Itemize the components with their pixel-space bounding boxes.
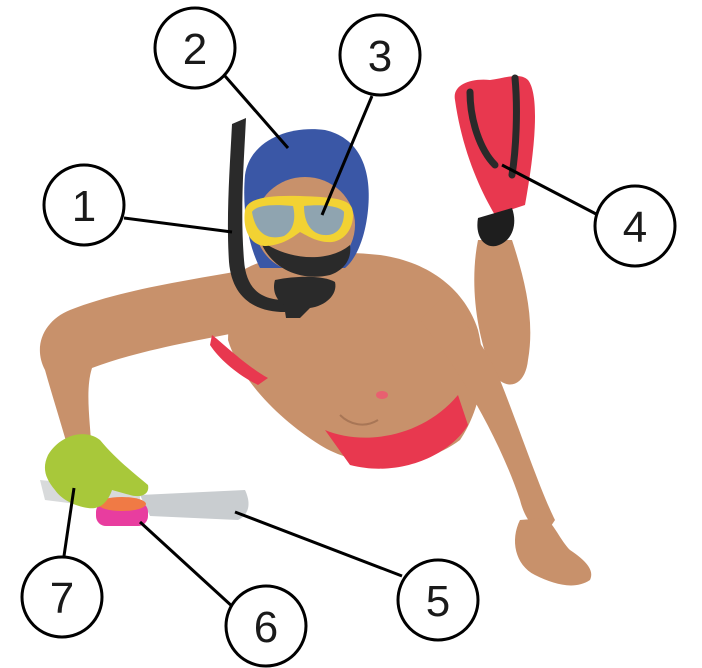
callout-label-3: 3 — [368, 32, 392, 81]
diver-illustration — [40, 76, 591, 585]
callout-4: 4 — [595, 186, 675, 266]
fin — [455, 76, 535, 246]
callout-5: 5 — [398, 560, 478, 640]
leader-line-6 — [140, 522, 234, 608]
chest-detail — [376, 391, 388, 399]
diver-right-hand — [515, 518, 591, 585]
callout-label-6: 6 — [254, 603, 278, 652]
callout-label-2: 2 — [183, 25, 207, 74]
callout-1: 1 — [44, 165, 124, 245]
knife-blade — [140, 490, 249, 520]
callout-label-7: 7 — [50, 574, 74, 623]
leader-line-5 — [235, 512, 402, 576]
callout-6: 6 — [226, 586, 306, 666]
callout-label-5: 5 — [426, 577, 450, 626]
leader-line-1 — [124, 218, 232, 232]
callout-label-1: 1 — [72, 182, 96, 231]
callout-2: 2 — [155, 8, 235, 88]
callout-3: 3 — [340, 15, 420, 95]
callout-label-4: 4 — [623, 203, 647, 252]
callout-7: 7 — [22, 557, 102, 637]
diver-left-arm — [40, 270, 250, 455]
